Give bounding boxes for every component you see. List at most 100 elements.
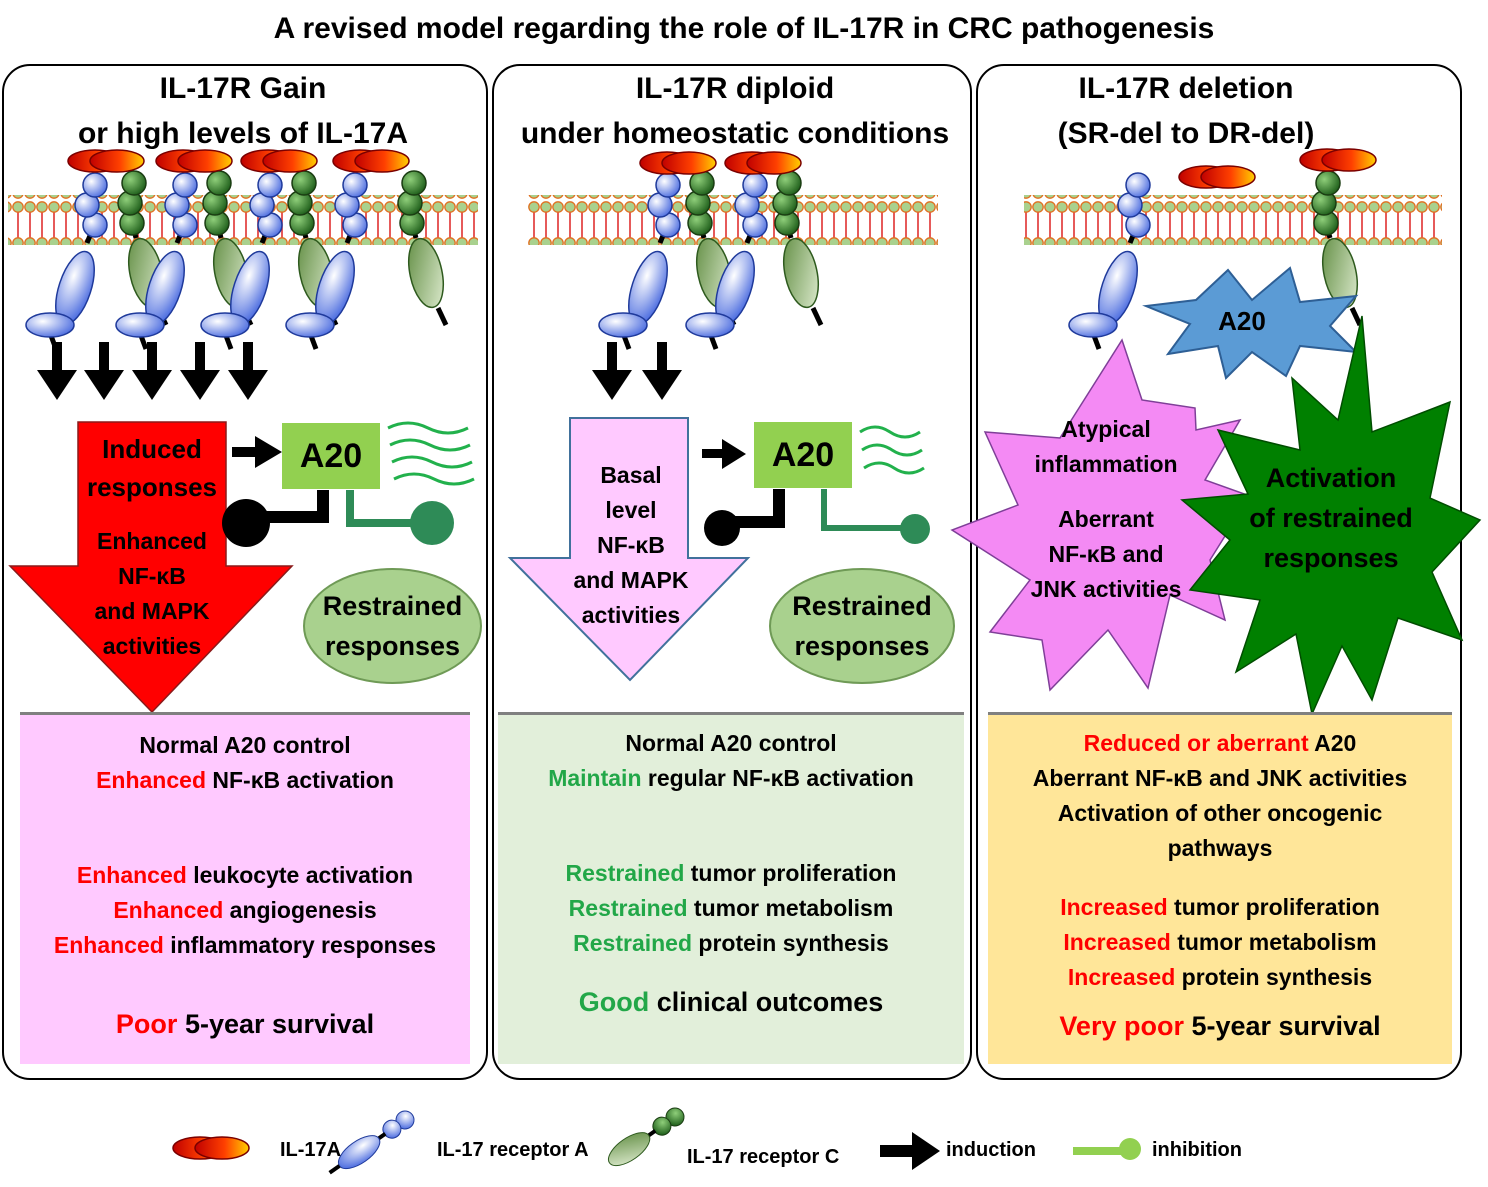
gain-line-nfkb: Enhanced NF-κB activation [20,763,470,798]
legend-il17a-label: IL-17A [280,1139,342,1161]
del-a20-text: A20 [1308,730,1357,756]
basal-activities-label: Basal level NF-κB and MAPK activities [556,458,706,633]
legend-il17a-icon [172,1136,250,1160]
legend-induction-icon [880,1132,940,1170]
oval-gain-line2: responses [324,631,461,661]
pink-line1: Atypical [1061,416,1151,442]
basal-line2: level [605,497,657,523]
legend-inhibition-label: inhibition [1152,1139,1242,1161]
gain-enhanced-4: Enhanced [53,932,164,958]
pink-line3: Aberrant [1058,506,1154,532]
induced-line2: responses [86,472,218,502]
panel-deletion-title: IL-17R deletion (SR-del to DR-del) [976,66,1396,156]
gain-line-a20: Normal A20 control [139,732,351,758]
a20-induction-arrow [232,436,282,468]
green-line2: of restrained [1249,503,1413,533]
basal-line3: NF-κB [597,532,665,558]
green-star-label: Activation of restrained responses [1238,458,1424,578]
legend-receptor-a-label: IL-17 receptor A [437,1139,589,1161]
del-very-poor: Very poor [1059,1011,1184,1041]
del-line-pathways: pathways [1167,835,1273,861]
a20-blue-star [1142,266,1359,380]
legend-induction-label: induction [946,1139,1036,1161]
del-protein-text: protein synthesis [1175,964,1373,990]
gain-angio-text: angiogenesis [223,897,377,923]
diploid-restrained-2: Restrained [568,895,688,921]
panel-gain-title: IL-17R Gain or high levels of IL-17A [2,66,484,156]
legend-receptor-a-icon [328,1110,415,1175]
green-line1: Activation [1265,463,1397,493]
enhanced-line4: activities [102,633,202,659]
oval-diploid-line2: responses [794,631,930,661]
diploid-outcome-text: clinical outcomes [649,987,884,1017]
a20-inhibition-line-black [245,490,329,523]
diploid-restrained-3: Restrained [573,930,693,956]
pink-line4: NF-κB and [1048,541,1164,567]
diploid-maintain: Maintain [548,765,642,791]
gain-leukocyte-text: leukocyte activation [186,862,414,888]
a20-inhibition-line-green [346,490,430,527]
diploid-line-a20: Normal A20 control [625,730,837,756]
diploid-restrained-1: Restrained [565,860,685,886]
gain-enhanced-3: Enhanced [113,897,224,923]
del-line-metab: Increased tumor metabolism [988,925,1452,960]
pink-line2: inflammation [1034,451,1178,477]
del-increased-3: Increased [1067,964,1176,990]
del-line-a20: Reduced or aberrant A20 [988,726,1452,761]
oval-gain-line1: Restrained [322,591,463,621]
induced-responses-label: Induced responses [78,430,226,506]
panel-diploid-title-line2: under homeostatic conditions [520,117,950,150]
del-line-prolif: Increased tumor proliferation [988,890,1452,925]
outcome-box-deletion: Reduced or aberrant A20 Aberrant NF-κB a… [988,712,1452,1064]
panel-deletion-title-line2: (SR-del to DR-del) [1057,117,1315,150]
diploid-line-outcome: Good clinical outcomes [498,985,964,1020]
del-reduced: Reduced or aberrant [1083,730,1309,756]
panel-diploid-title: IL-17R diploid under homeostatic conditi… [492,66,978,156]
enhanced-line1: Enhanced [97,528,207,554]
del-line-oncogenic: Activation of other oncogenic [1057,800,1383,826]
diploid-good: Good [578,987,650,1017]
del-survival-text: 5-year survival [1183,1011,1381,1041]
del-line-nfkb: Aberrant NF-κB and JNK activities [1032,765,1408,791]
legend-inhibition-icon [1073,1138,1141,1160]
panel-gain-title-line1: IL-17R Gain [159,72,327,105]
legend-receptor-c-label: IL-17 receptor C [687,1146,840,1168]
panel-gain-title-line2: or high levels of IL-17A [77,117,409,150]
pink-star-aberrant [950,338,1252,692]
panel-deletion-title-line1: IL-17R deletion [1078,72,1294,105]
green-line3: responses [1263,543,1399,573]
del-line-survival: Very poor 5-year survival [988,1009,1452,1044]
diploid-line-metab: Restrained tumor metabolism [498,891,964,926]
gain-inflam-text: inflammatory responses [163,932,437,958]
basal-line5: activities [581,602,681,628]
gain-survival-text: 5-year survival [177,1009,375,1039]
basal-line4: and MAPK [573,567,689,593]
basal-level-arrow [507,417,751,682]
diploid-nfkb-text: regular NF-κB activation [641,765,914,791]
mrna-squiggles-diploid [859,425,925,475]
gain-enhanced-1: Enhanced [96,767,206,793]
gain-poor: Poor [115,1009,178,1039]
gain-line-angio: Enhanced angiogenesis [20,893,470,928]
diploid-metab-text: tumor metabolism [687,895,894,921]
basal-line1: Basal [600,462,662,488]
del-prolif-text: tumor proliferation [1167,894,1380,920]
diploid-prolif-text: tumor proliferation [684,860,897,886]
gain-enhanced-2: Enhanced [76,862,187,888]
gain-line-leukocyte: Enhanced leukocyte activation [20,858,470,893]
a20-box-diploid: A20 [754,422,852,488]
figure-title: A revised model regarding the role of IL… [273,12,1215,45]
a20-induction-arrow-diploid [702,439,746,469]
mrna-squiggles-gain [387,421,475,486]
outcome-box-diploid: Normal A20 control Maintain regular NF-κ… [498,712,964,1064]
enhanced-activities-label: Enhanced NF-κB and MAPK activities [60,524,244,664]
enhanced-line3: and MAPK [94,598,210,624]
del-line-protein: Increased protein synthesis [988,960,1452,995]
a20-star-label: A20 [1218,306,1266,336]
enhanced-line2: NF-κB [118,563,186,589]
del-increased-1: Increased [1060,894,1168,920]
